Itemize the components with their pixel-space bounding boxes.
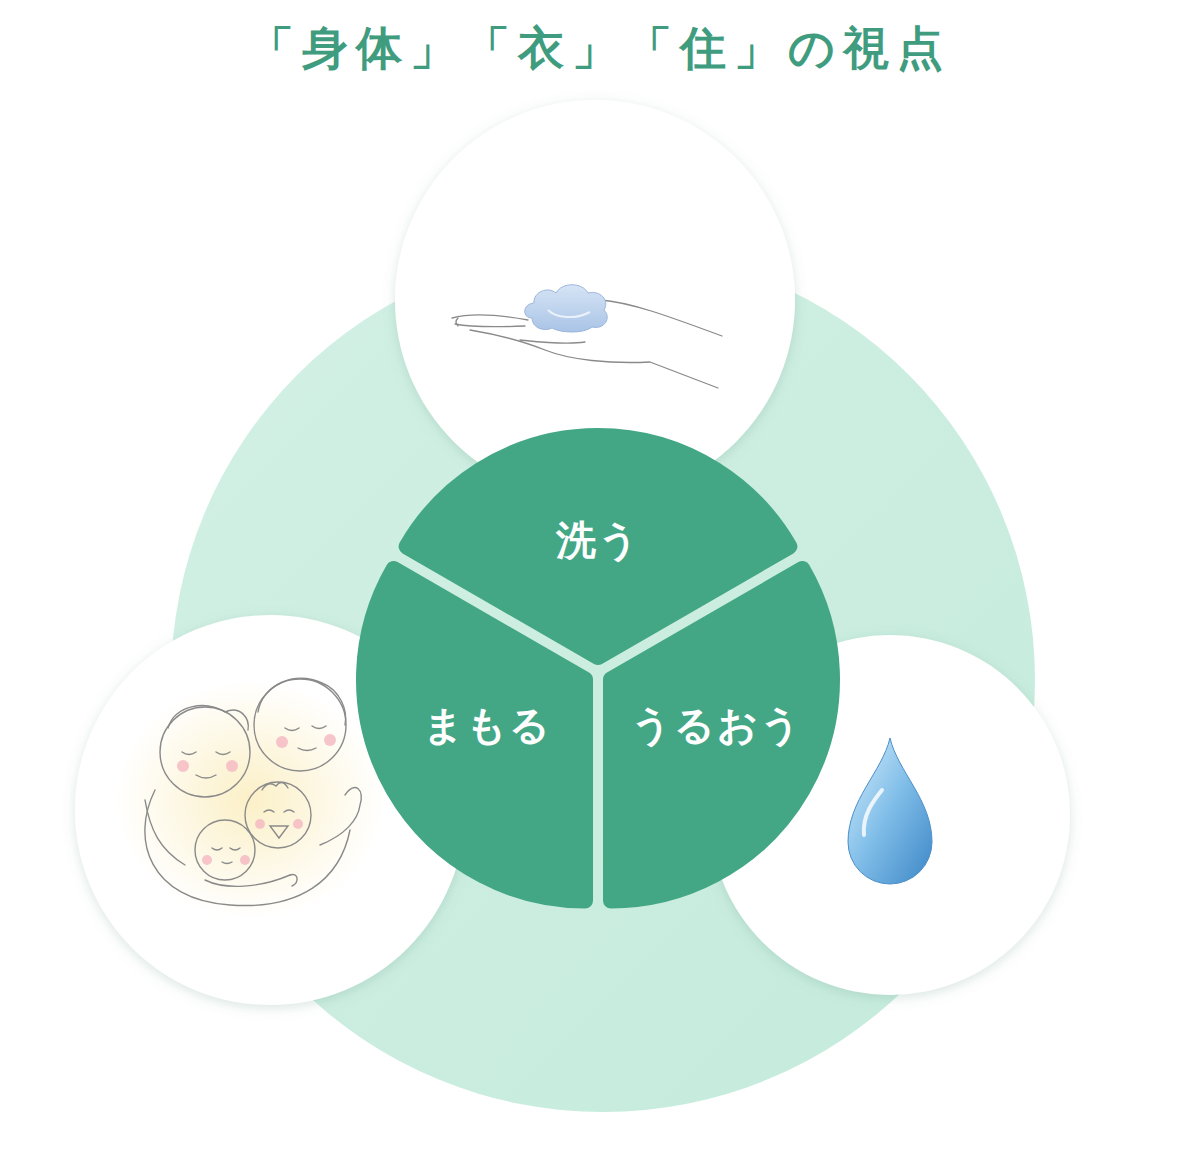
segment-label: まもる	[423, 698, 552, 753]
segment-label: うるおう	[631, 698, 803, 753]
sector-segment: うるおう	[358, 432, 838, 912]
sector-fill	[364, 569, 585, 901]
diagram-title: 「身体」「衣」「住」の視点	[0, 18, 1198, 80]
segment-label: 洗う	[556, 513, 641, 568]
sector-fill	[611, 569, 832, 901]
sector-shape	[358, 432, 838, 912]
